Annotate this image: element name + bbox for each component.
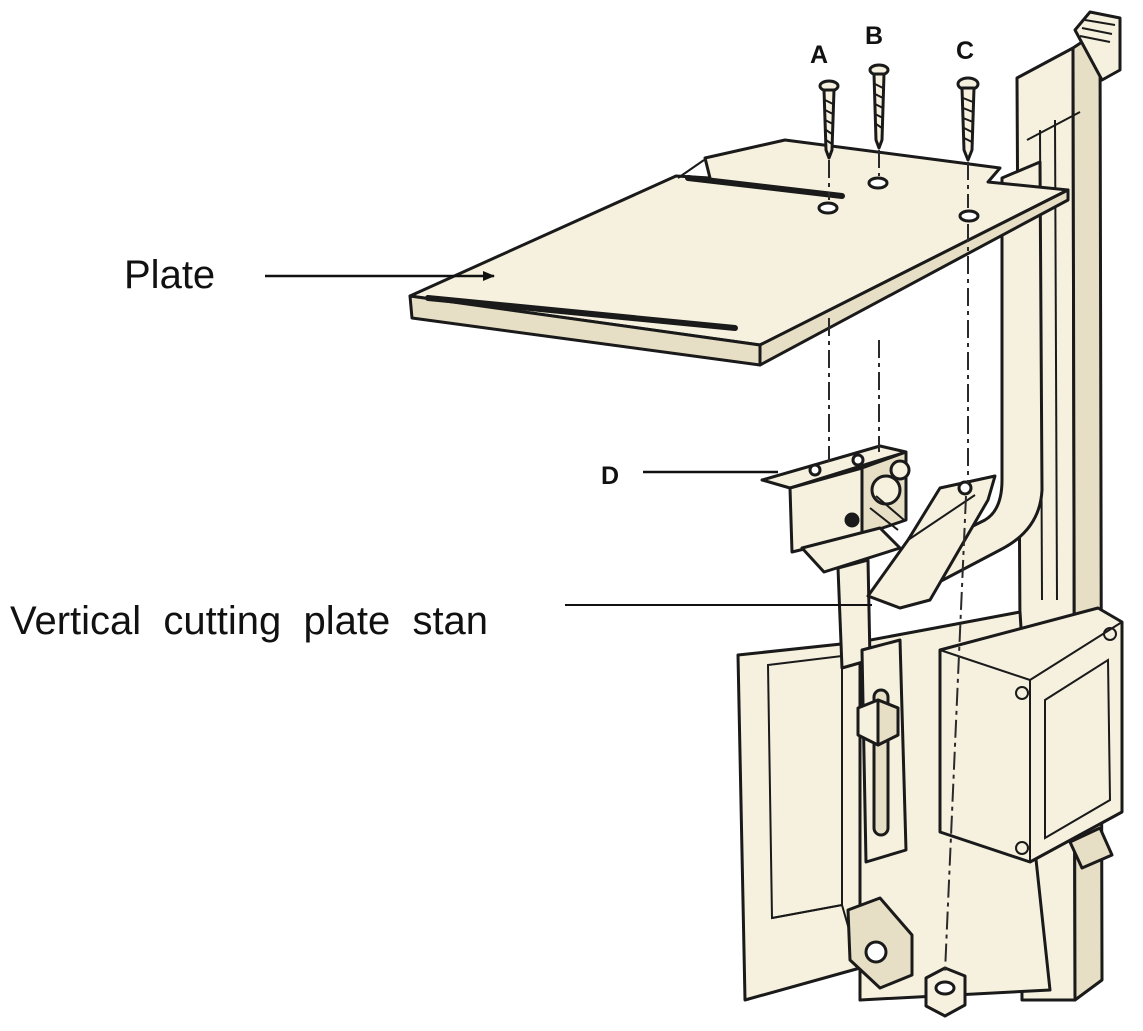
stand-label: Vertical cutting plate stan bbox=[10, 599, 488, 643]
label-c: C bbox=[956, 37, 974, 65]
stand-upright bbox=[836, 558, 908, 864]
label-d: D bbox=[601, 462, 619, 490]
bracket-d bbox=[760, 444, 911, 574]
plate-label: Plate bbox=[124, 253, 215, 297]
motor-box bbox=[938, 606, 1124, 870]
label-a: A bbox=[810, 41, 828, 69]
screw-c bbox=[956, 76, 980, 162]
screw-a bbox=[818, 79, 840, 160]
label-b: B bbox=[865, 22, 883, 50]
slanted-arm bbox=[866, 474, 997, 610]
plate-part bbox=[408, 138, 1070, 367]
screw-b bbox=[868, 63, 890, 150]
bottom-nut bbox=[924, 966, 967, 1018]
alignment-lines bbox=[828, 150, 969, 973]
